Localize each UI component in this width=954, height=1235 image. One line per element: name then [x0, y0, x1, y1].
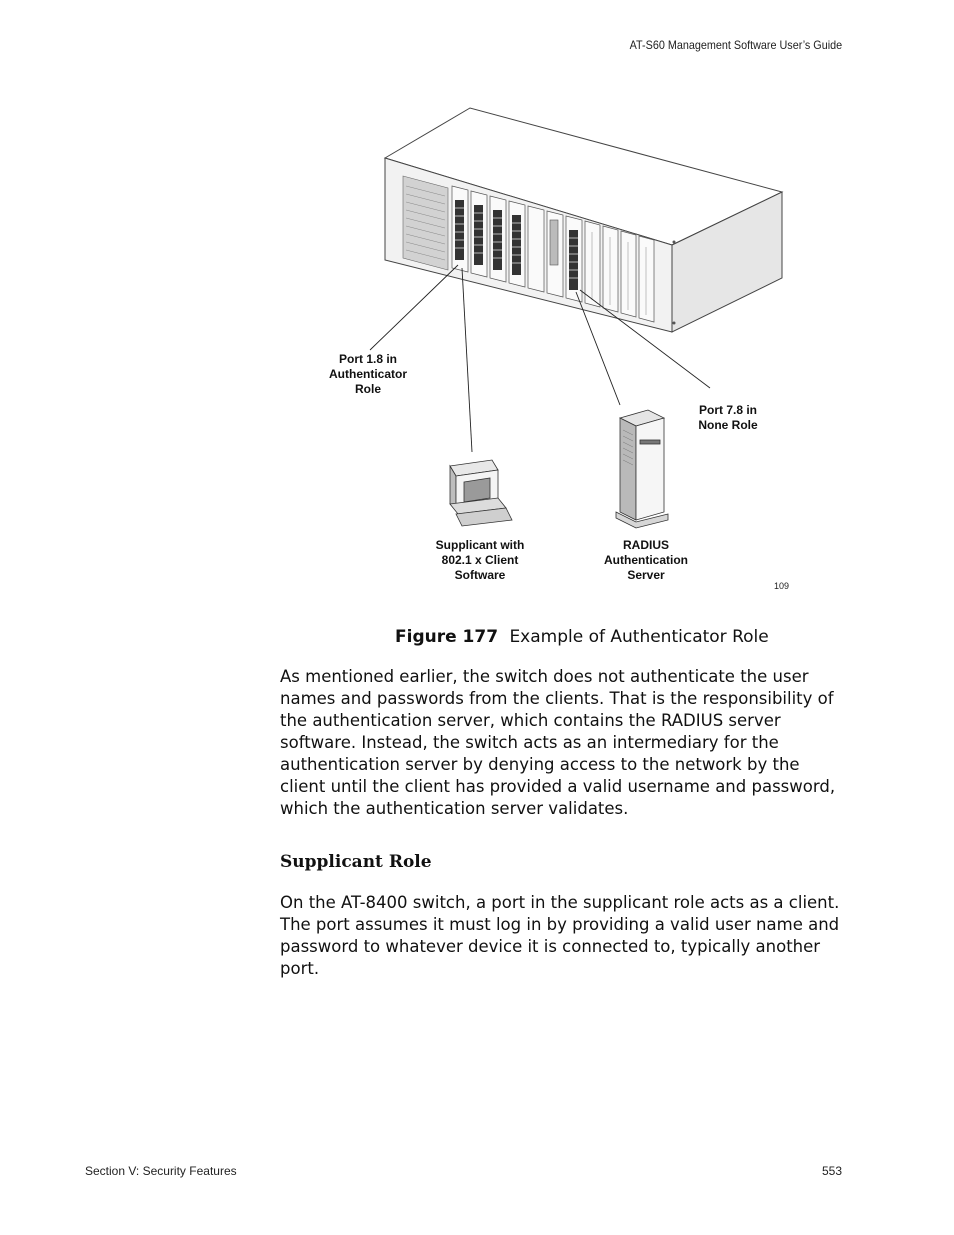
page-number: 553 — [821, 1164, 842, 1178]
network-diagram — [369, 107, 784, 529]
connection-lines — [369, 264, 711, 453]
label-supplicant: Supplicant with 802.1 x Client Software — [435, 538, 525, 582]
fan-dots — [405, 185, 446, 261]
radius-server — [615, 409, 669, 529]
label-radius-server: RADIUS Authentication Server — [604, 538, 688, 582]
blank-slot-marks — [591, 232, 647, 315]
screw — [672, 321, 676, 325]
running-header: AT-S60 Management Software User’s Guide — [629, 38, 842, 52]
figure-id: 109 — [774, 581, 790, 591]
footer-section: Section V: Security Features — [85, 1164, 237, 1178]
figure-authenticator-role: Port 1.8 in Authenticator Role Port 7.8 … — [300, 100, 820, 605]
port-blocks — [455, 200, 578, 290]
screw — [672, 240, 676, 244]
supplicant-computer — [449, 459, 513, 527]
figure-caption-text: Example of Authenticator Role — [509, 627, 769, 647]
body-paragraph: As mentioned earlier, the switch does no… — [280, 667, 836, 818]
section-heading: Supplicant Role — [280, 852, 432, 872]
figure-number: Figure 177 — [395, 627, 499, 647]
body-paragraph-supplicant: On the AT-8400 switch, a port in the sup… — [280, 893, 840, 978]
port-separators — [455, 207, 578, 279]
label-port-7-8: Port 7.8 in None Role — [698, 403, 758, 432]
management-module — [549, 219, 559, 266]
label-port-1-8: Port 1.8 in Authenticator Role — [329, 352, 407, 396]
figure-caption: Figure 177 Example of Authenticator Role — [395, 627, 769, 647]
server-vents — [622, 429, 634, 466]
